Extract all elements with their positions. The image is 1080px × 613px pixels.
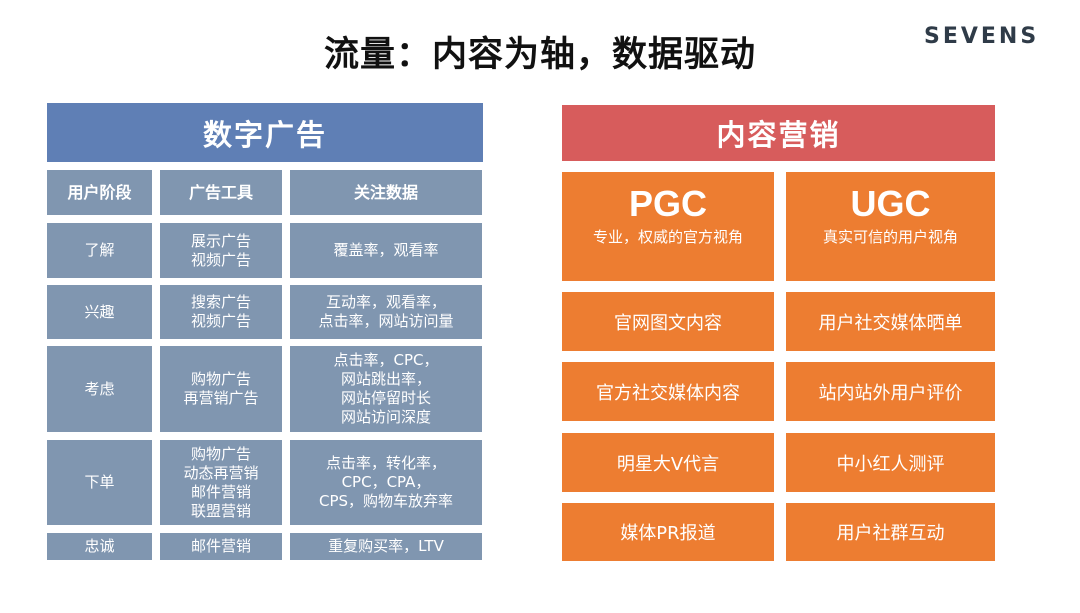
row-metrics: 点击率，CPC， 网站跳出率， 网站停留时长 网站访问深度 bbox=[290, 346, 482, 432]
pgc-title: PGC bbox=[628, 183, 707, 224]
row-metrics: 覆盖率，观看率 bbox=[290, 223, 482, 278]
row-stage: 下单 bbox=[47, 440, 152, 525]
pgc-card: PGC 专业，权威的官方视角 bbox=[562, 172, 774, 281]
ugc-title: UGC bbox=[850, 183, 931, 224]
row-stage: 忠诚 bbox=[47, 533, 152, 560]
page-title: 流量：内容为轴，数据驱动 bbox=[323, 35, 756, 75]
column-header-metrics: 关注数据 bbox=[290, 170, 482, 215]
ugc-item: 用户社群互动 bbox=[786, 503, 995, 561]
pgc-subtitle: 专业，权威的官方视角 bbox=[592, 228, 743, 246]
row-tools: 展示广告 视频广告 bbox=[160, 223, 282, 278]
row-tools: 邮件营销 bbox=[160, 533, 282, 560]
ugc-item: 用户社交媒体晒单 bbox=[786, 292, 995, 351]
ugc-item: 站内站外用户评价 bbox=[786, 362, 995, 421]
column-header-tools: 广告工具 bbox=[160, 170, 282, 215]
row-metrics: 点击率，转化率， CPC，CPA， CPS，购物车放弃率 bbox=[290, 440, 482, 525]
row-metrics: 重复购买率，LTV bbox=[290, 533, 482, 560]
row-tools: 购物广告 再营销广告 bbox=[160, 346, 282, 432]
pgc-item: 官方社交媒体内容 bbox=[562, 362, 774, 421]
row-metrics: 互动率，观看率， 点击率，网站访问量 bbox=[290, 285, 482, 339]
digital-ads-header: 数字广告 bbox=[47, 103, 483, 162]
row-tools: 购物广告 动态再营销 邮件营销 联盟营销 bbox=[160, 440, 282, 525]
column-header-stage: 用户阶段 bbox=[47, 170, 152, 215]
ugc-card: UGC 真实可信的用户视角 bbox=[786, 172, 995, 281]
content-marketing-header: 内容营销 bbox=[562, 105, 995, 161]
row-stage: 了解 bbox=[47, 223, 152, 278]
row-stage: 兴趣 bbox=[47, 285, 152, 339]
row-stage: 考虑 bbox=[47, 346, 152, 432]
ugc-item: 中小红人测评 bbox=[786, 433, 995, 492]
pgc-item: 官网图文内容 bbox=[562, 292, 774, 351]
pgc-item: 媒体PR报道 bbox=[562, 503, 774, 561]
ugc-subtitle: 真实可信的用户视角 bbox=[822, 228, 958, 246]
row-tools: 搜索广告 视频广告 bbox=[160, 285, 282, 339]
pgc-item: 明星大V代言 bbox=[562, 433, 774, 492]
brand-logo: SEVENS bbox=[924, 24, 1040, 49]
